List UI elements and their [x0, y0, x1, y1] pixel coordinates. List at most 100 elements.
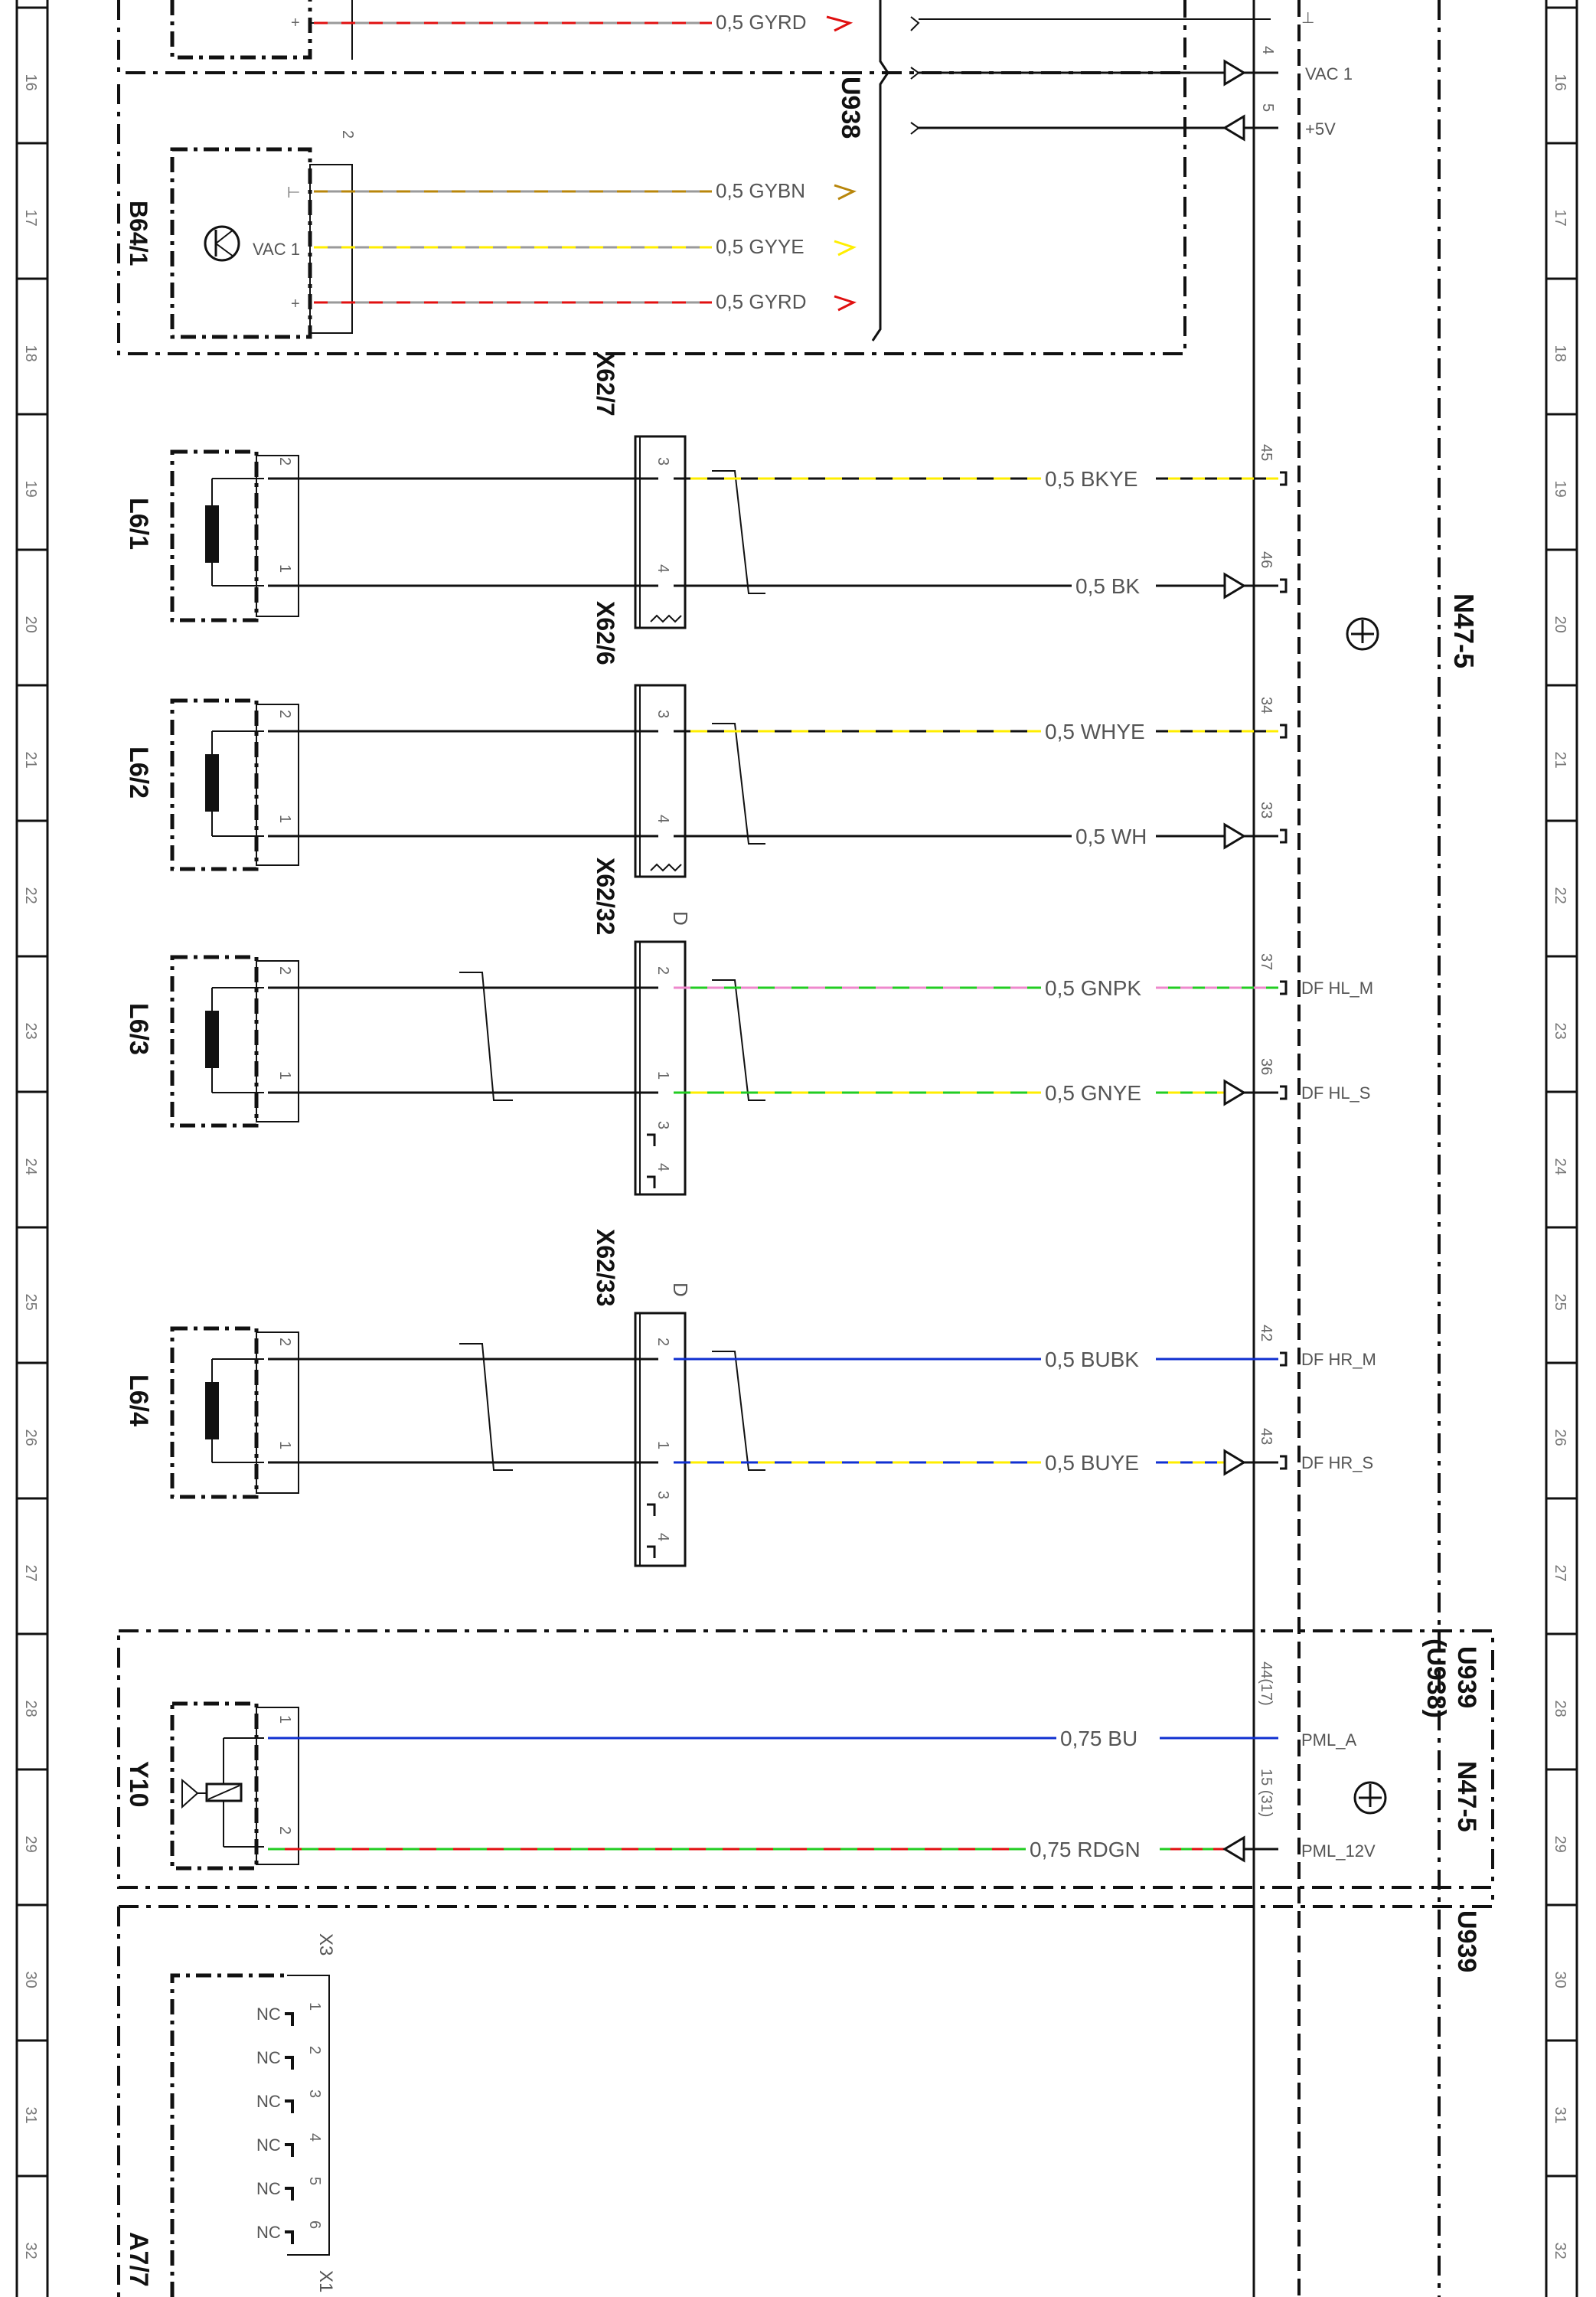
- l6-4-label: L6/4: [124, 1374, 153, 1426]
- svg-text:⊢: ⊢: [287, 185, 300, 201]
- svg-text:⊥: ⊥: [1301, 10, 1314, 27]
- svg-text:44(17): 44(17): [1258, 1661, 1275, 1706]
- ecu-pin-terminal: [1280, 471, 1288, 486]
- wire-label-bk: 0,5 BK: [1075, 574, 1140, 598]
- ecu-pin-terminal: [1280, 1455, 1288, 1470]
- ruler-label-left: 29: [22, 1836, 39, 1853]
- u938-label: U938: [836, 77, 865, 139]
- ruler-label-left: 20: [22, 616, 39, 633]
- ruler-label-right: 32: [1552, 2243, 1568, 2259]
- ecu-pin-number: 46: [1258, 551, 1275, 568]
- ruler-label-right: 19: [1552, 481, 1568, 498]
- a7-7-label: A7/7: [124, 2232, 153, 2287]
- b64-1-wires: 0,5 GYBN 0,5 GYYE 0,5 GYRD: [314, 179, 857, 313]
- wire-label-gnpk: 0,5 GNPK: [1045, 976, 1141, 1000]
- pin-pml-12v: PML_12V: [1301, 1841, 1376, 1861]
- l6-3-label: L6/3: [124, 1003, 153, 1055]
- nc-pin-number: 6: [306, 2220, 323, 2229]
- nc-pin-terminal: [285, 2143, 294, 2157]
- ecu-pin-number: 33: [1258, 802, 1275, 818]
- twisted-pair-marker: [712, 723, 765, 845]
- ruler-label-right: 17: [1552, 210, 1568, 227]
- ruler-label-left: 25: [22, 1294, 39, 1311]
- connector-housing: [634, 1312, 687, 1567]
- ecu-pin-label: DF HL_S: [1301, 1083, 1370, 1103]
- ecu-pin-number: 45: [1258, 444, 1275, 461]
- svg-text:1: 1: [276, 1715, 293, 1724]
- wire-label-wh: 0,5 WH: [1075, 825, 1147, 848]
- connector-pin-number: 3: [654, 1121, 671, 1129]
- connector-pin-number: 3: [654, 710, 671, 718]
- ruler-label-right: 16: [1552, 74, 1568, 91]
- ecu-pin-label: DF HL_M: [1301, 979, 1373, 998]
- signal-arrow-icon: [1223, 1079, 1246, 1106]
- nc-pin-terminal: [285, 2056, 294, 2070]
- connector-code-label: D: [669, 1282, 692, 1297]
- wire-label-whye: 0,5 WHYE: [1045, 720, 1145, 743]
- connector-pin-number: 1: [654, 1071, 671, 1080]
- u938-sub-label: (U938): [1421, 1639, 1451, 1718]
- ruler-label-right: 20: [1552, 616, 1568, 633]
- sensor-pin-frame: [256, 1331, 299, 1494]
- sensor-pin-number: 1: [276, 1441, 293, 1449]
- wire-gyrd-label: 0,5 GYRD: [716, 290, 807, 313]
- ruler-label-left: 26: [22, 1429, 39, 1446]
- l6-1-label: L6/1: [124, 498, 153, 550]
- ecu-pin-terminal: [1280, 578, 1288, 593]
- ecu-pin-number: 34: [1258, 697, 1275, 714]
- twisted-pair-marker: [712, 470, 765, 594]
- pin-vac1: VAC 1: [1305, 64, 1353, 83]
- nc-pin-label: NC: [256, 2048, 281, 2067]
- pressure-sensor-icon: [204, 225, 240, 262]
- ruler-label-right: 21: [1552, 752, 1568, 769]
- ecu-pin-number: 43: [1258, 1428, 1275, 1445]
- ruler-label-left: 19: [22, 481, 39, 498]
- ruler-label-right: 28: [1552, 1701, 1568, 1717]
- nc-pin-number: 4: [306, 2133, 323, 2142]
- connector-pin-number: 1: [654, 1441, 671, 1449]
- connector-pin-number: 4: [654, 1163, 671, 1171]
- wire-gyrd-top-label: 0,5 GYRD: [716, 11, 807, 34]
- ruler-label-right: 22: [1552, 887, 1568, 904]
- shield-termination-icon: [650, 863, 682, 872]
- wire-gyye-label: 0,5 GYYE: [716, 235, 805, 258]
- ecu-pin-label: DF HR_M: [1301, 1350, 1376, 1369]
- ruler-label-left: 27: [22, 1565, 39, 1582]
- ecu-pin-terminal: [1280, 828, 1288, 844]
- nc-pin-number: 5: [306, 2177, 323, 2185]
- nc-pin-terminal: [285, 2012, 294, 2026]
- connector-pin-number: 4: [654, 815, 671, 823]
- connector-code-label: D: [669, 911, 692, 926]
- ruler-label-left: 21: [22, 752, 39, 769]
- nc-pin-label: NC: [256, 2092, 281, 2111]
- n47-5-lower-label: N47-5: [1452, 1761, 1481, 1832]
- ruler-label-right: 27: [1552, 1565, 1568, 1582]
- signal-arrow-icon: [1223, 1449, 1246, 1476]
- b64-1-label: B64/1: [125, 201, 152, 266]
- wire-label-gnye: 0,5 GNYE: [1045, 1081, 1141, 1105]
- ruler-label-left: 18: [22, 345, 39, 362]
- twisted-pair-marker: [459, 1343, 513, 1471]
- u938-module: U938: [117, 0, 1186, 355]
- b64-1-vac1: VAC 1: [253, 240, 300, 259]
- ruler-label-left: 16: [22, 74, 39, 91]
- shield-termination-icon: [650, 614, 682, 623]
- sensor-pin-number: 2: [276, 457, 293, 466]
- ruler-label-left: 23: [22, 1023, 39, 1040]
- connector-pin-number: 3: [654, 457, 671, 466]
- svg-text:15 (31): 15 (31): [1258, 1769, 1275, 1817]
- ruler-label-right: 24: [1552, 1158, 1568, 1175]
- sensor-pin-number: 1: [276, 564, 293, 573]
- wire-gybn-label: 0,5 GYBN: [716, 179, 805, 202]
- ruler-label-right: 30: [1552, 1972, 1568, 1988]
- ecu-pin-terminal: [1280, 980, 1288, 995]
- twisted-pair-marker: [712, 979, 765, 1101]
- sensor-pin-number: 2: [276, 710, 293, 718]
- ruler-label-right: 25: [1552, 1294, 1568, 1311]
- svg-text:2: 2: [276, 1826, 293, 1835]
